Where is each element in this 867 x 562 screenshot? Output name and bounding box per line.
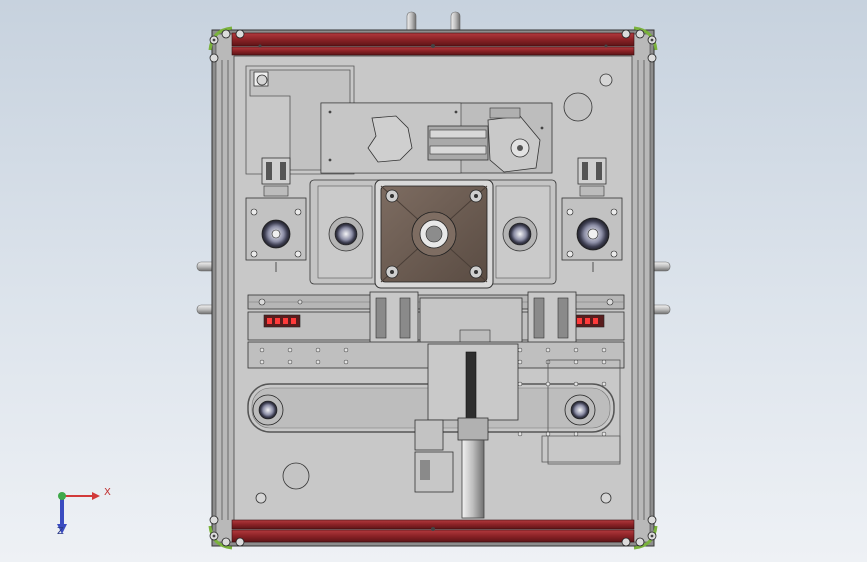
mounting-hole xyxy=(599,73,613,87)
corner-brackets xyxy=(208,26,658,550)
gripper-assembly[interactable] xyxy=(320,102,553,174)
lead-screw-cylinder[interactable] xyxy=(414,343,519,519)
sensor-display-right xyxy=(573,314,605,328)
mounting-hole xyxy=(282,462,310,490)
coordinate-triad: X Z xyxy=(48,484,118,544)
slide-carriage-left[interactable] xyxy=(369,291,419,360)
pulley-left[interactable] xyxy=(252,394,284,426)
z-axis-label: Z xyxy=(57,526,64,537)
coordinate-triad-icon xyxy=(57,492,100,534)
bottom-rail[interactable] xyxy=(231,519,635,543)
rotary-block[interactable] xyxy=(374,179,494,289)
mounting-hole xyxy=(563,92,593,122)
lower-right-cutout xyxy=(541,435,621,463)
top-rail[interactable] xyxy=(231,32,635,56)
pulley-right[interactable] xyxy=(564,394,596,426)
left-spindle-module[interactable] xyxy=(245,157,307,272)
mounting-hole xyxy=(255,492,267,504)
right-spindle-module[interactable] xyxy=(561,157,623,272)
mounting-hole xyxy=(256,74,268,86)
mounting-hole xyxy=(600,492,612,504)
x-axis-label: X xyxy=(104,487,111,498)
slide-carriage-right[interactable] xyxy=(527,291,577,360)
sensor-display-left xyxy=(263,314,301,328)
